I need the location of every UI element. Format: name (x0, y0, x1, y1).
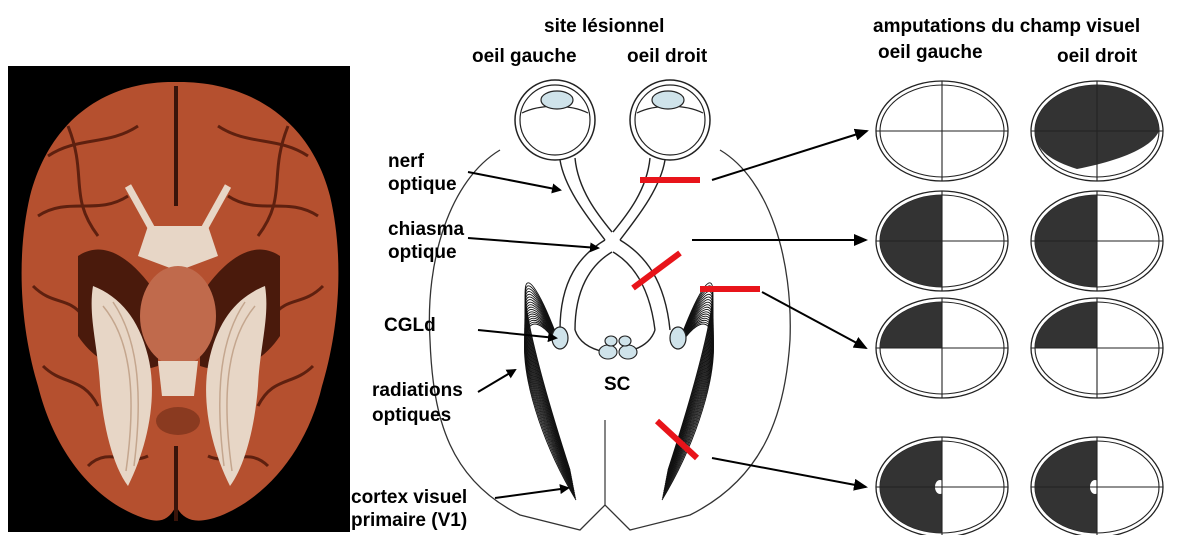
cortex-primaire-label: primaire (V1) (351, 510, 467, 532)
optic-nerves (560, 158, 665, 240)
field-loss-upper-left-quadrant (880, 302, 942, 348)
visual-field-4-right-eye (1031, 437, 1163, 535)
visual-field-2-right-eye (1031, 191, 1163, 291)
sc-label: SC (604, 374, 630, 396)
radiations-optiques-label: optiques (372, 405, 451, 427)
visual-field-3-right-eye (1031, 298, 1163, 398)
left-eye (515, 80, 595, 160)
right-optic-radiations (662, 283, 714, 500)
field-loss-upper-left-quadrant (1035, 302, 1097, 348)
cgld-label: CGLd (384, 315, 436, 337)
cortex-visuel-label: cortex visuel (351, 487, 467, 509)
left-optic-radiations (524, 283, 576, 500)
visual-field-1-right-eye (1031, 81, 1163, 181)
site-lesionnel-title: site lésionnel (544, 16, 664, 38)
visual-field-2-left-eye (876, 191, 1008, 291)
vf-oeil-droit-label: oeil droit (1057, 46, 1137, 68)
visual-field-grid (876, 81, 1163, 535)
amputations-title: amputations du champ visuel (873, 16, 1140, 38)
superior-colliculi (599, 336, 637, 359)
oeil-gauche-label: oeil gauche (472, 46, 577, 68)
nerf-optique-label: optique (388, 174, 457, 196)
right-cgld (670, 327, 686, 349)
optic-tracts (560, 240, 670, 352)
nerf-label: nerf (388, 151, 424, 173)
chiasma-label: chiasma (388, 219, 464, 241)
oeil-droit-label: oeil droit (627, 46, 707, 68)
vf-oeil-gauche-label: oeil gauche (878, 42, 983, 64)
right-eye (630, 80, 710, 160)
label-arrows (468, 172, 598, 498)
visual-field-4-left-eye (876, 437, 1008, 535)
lesion-chiasma (633, 253, 680, 288)
chiasma-optique-label: optique (388, 242, 457, 264)
radiations-label: radiations (372, 380, 463, 402)
lesion-field-arrows (692, 131, 867, 487)
visual-field-3-left-eye (876, 298, 1008, 398)
visual-field-1-left-eye (876, 81, 1008, 181)
